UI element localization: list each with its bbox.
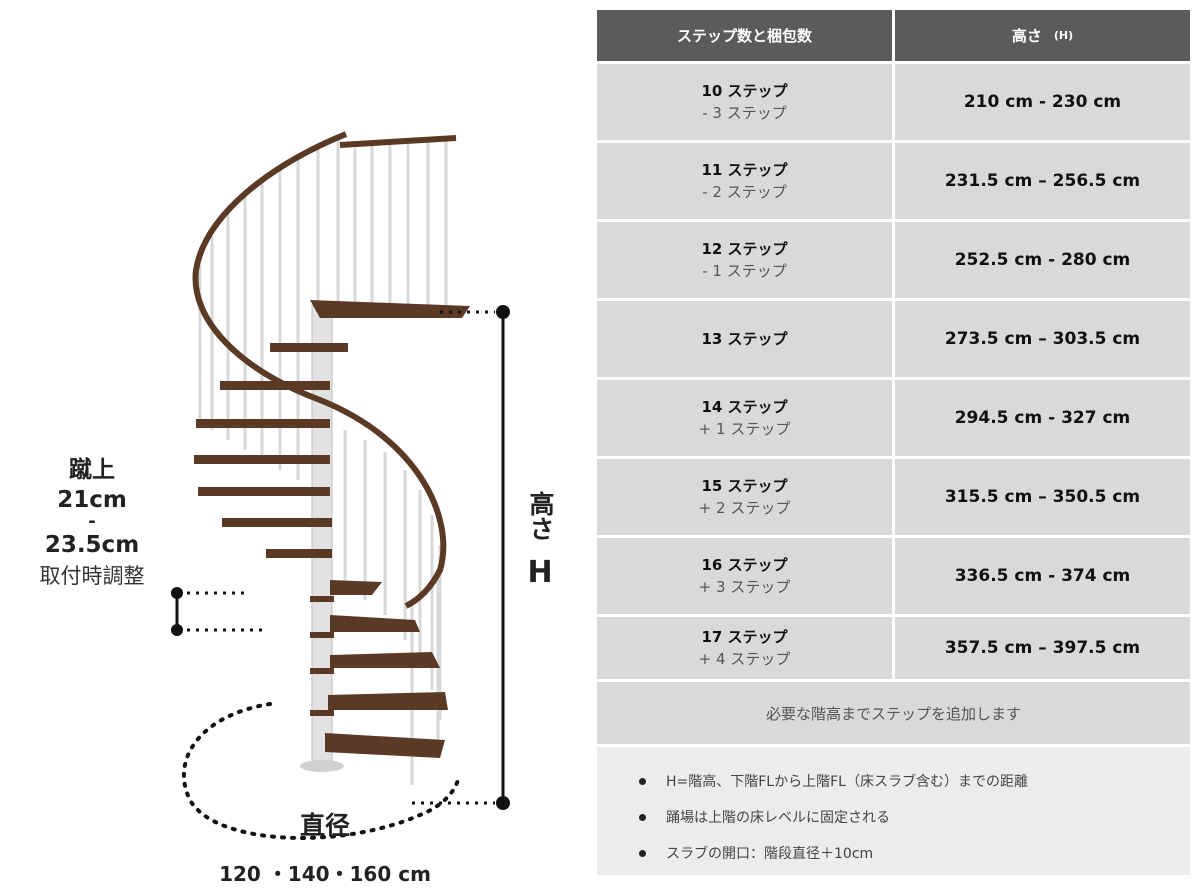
height-cell: 210 cm - 230 cm [895, 64, 1190, 140]
header-height-unit: (H) [1053, 29, 1074, 42]
steps-adjust: + 1 ステップ [698, 420, 791, 438]
steps-count: 12 ステップ [701, 240, 788, 258]
add-steps-notice: 必要な階高までステップを追加します [597, 682, 1190, 744]
height-cell: 336.5 cm - 374 cm [895, 538, 1190, 614]
steps-count: 11 ステップ [701, 161, 788, 179]
steps-count: 15 ステップ [701, 477, 788, 495]
column-collars [310, 596, 334, 716]
steps-adjust: - 2 ステップ [702, 183, 787, 201]
steps-count: 13 ステップ [701, 330, 788, 348]
bullet-icon [639, 849, 646, 857]
note-text: H=階高、下階FLから上階FL（床スラブ含む）までの距離 [666, 774, 1028, 790]
balusters-upper [198, 137, 448, 480]
steps-cell: 16 ステップ + 3 ステップ [597, 538, 892, 614]
steps-cell: 13 ステップ [597, 301, 892, 377]
height-cell: 294.5 cm - 327 cm [895, 380, 1190, 456]
diameter-arc [181, 702, 460, 840]
bullet-icon [639, 813, 646, 821]
diameter-sizes: 120 ・140・160 cm [219, 862, 431, 886]
steps-count: 16 ステップ [701, 556, 788, 574]
table-row: 13 ステップ 273.5 cm – 303.5 cm [597, 301, 1190, 377]
table-header: ステップ数と梱包数 高さ (H) [597, 10, 1190, 61]
header-height-text: 高さ [1011, 27, 1042, 45]
steps-adjust: - 3 ステップ [702, 104, 787, 122]
riser-title: 蹴上 [69, 457, 115, 483]
height-label: 高さ [526, 491, 555, 541]
header-steps-text: ステップ数と梱包数 [676, 27, 812, 45]
table-row: 15 ステップ + 2 ステップ 315.5 cm – 350.5 cm [597, 459, 1190, 535]
note-item: スラブの開口：階段直径＋10cm [639, 835, 1190, 871]
height-symbol: H [527, 555, 553, 590]
steps-adjust: - 1 ステップ [702, 262, 787, 280]
height-label-block: 高さ H [515, 485, 565, 593]
steps-adjust: + 4 ステップ [698, 650, 791, 668]
notes-list: H=階高、下階FLから上階FL（床スラブ含む）までの距離 踊場は上階の床レベルに… [597, 747, 1190, 875]
table-row: 17 ステップ + 4 ステップ 357.5 cm – 397.5 cm [597, 617, 1190, 679]
spiral-staircase-illustration [171, 131, 510, 840]
height-cell: 252.5 cm - 280 cm [895, 222, 1190, 298]
note-text: 踊場は上階の床レベルに固定される [666, 810, 890, 826]
riser-dash: - [88, 511, 96, 532]
table-row: 16 ステップ + 3 ステップ 336.5 cm - 374 cm [597, 538, 1190, 614]
steps-count: 10 ステップ [701, 82, 788, 100]
steps-adjust: + 3 ステップ [698, 578, 791, 596]
steps-cell: 17 ステップ + 4 ステップ [597, 617, 892, 679]
note-item: 踊場は上階の床レベルに固定される [639, 799, 1190, 835]
header-steps: ステップ数と梱包数 [597, 10, 892, 61]
note-item: H=階高、下階FLから上階FL（床スラブ含む）までの距離 [639, 763, 1190, 799]
steps-adjust: + 2 ステップ [698, 499, 791, 517]
riser-min: 21cm [57, 487, 127, 513]
note-text: スラブの開口：階段直径＋10cm [666, 846, 874, 862]
landing-rail [339, 135, 457, 148]
height-cell: 273.5 cm – 303.5 cm [895, 301, 1190, 377]
steps-cell: 10 ステップ - 3 ステップ [597, 64, 892, 140]
treads [194, 300, 470, 758]
steps-count: 14 ステップ [701, 398, 788, 416]
bullet-icon [639, 777, 646, 785]
height-cell: 231.5 cm – 256.5 cm [895, 143, 1190, 219]
height-dimension [412, 305, 510, 810]
height-cell: 357.5 cm – 397.5 cm [895, 617, 1190, 679]
steps-cell: 12 ステップ - 1 ステップ [597, 222, 892, 298]
header-height: 高さ (H) [895, 10, 1190, 61]
riser-max: 23.5cm [44, 532, 140, 558]
steps-cell: 15 ステップ + 2 ステップ [597, 459, 892, 535]
table-row: 14 ステップ + 1 ステップ 294.5 cm - 327 cm [597, 380, 1190, 456]
staircase-figure: 蹴上 21cm - 23.5cm 取付時調整 高さ H 直径 120 ・140・… [0, 0, 590, 893]
table-row: 11 ステップ - 2 ステップ 231.5 cm – 256.5 cm [597, 143, 1190, 219]
riser-note: 取付時調整 [39, 564, 145, 588]
table-row: 12 ステップ - 1 ステップ 252.5 cm - 280 cm [597, 222, 1190, 298]
steps-cell: 14 ステップ + 1 ステップ [597, 380, 892, 456]
riser-height-label: 蹴上 21cm - 23.5cm 取付時調整 [22, 455, 162, 591]
table-row: 10 ステップ - 3 ステップ 210 cm - 230 cm [597, 64, 1190, 140]
height-cell: 315.5 cm – 350.5 cm [895, 459, 1190, 535]
steps-count: 17 ステップ [701, 628, 788, 646]
steps-cell: 11 ステップ - 2 ステップ [597, 143, 892, 219]
riser-dimension [171, 587, 268, 636]
diameter-label: 直径 [299, 811, 350, 840]
spec-table: ステップ数と梱包数 高さ (H) 10 ステップ - 3 ステップ 210 cm… [597, 10, 1190, 875]
